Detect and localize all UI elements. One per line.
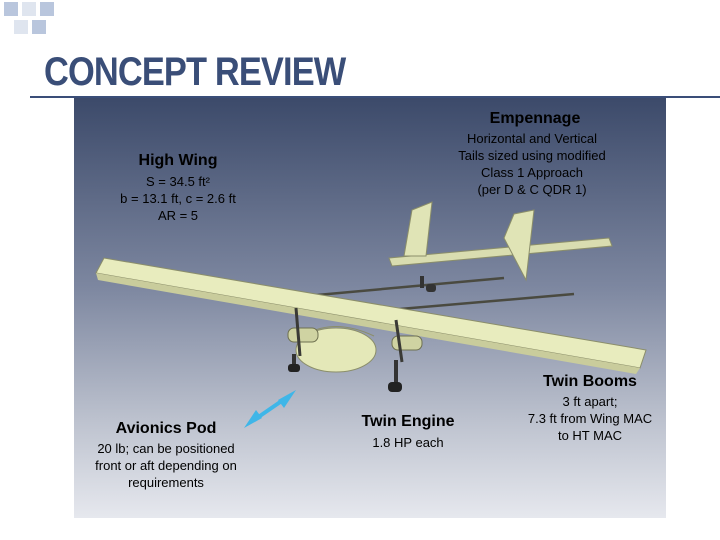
aircraft-render-panel — [74, 98, 666, 518]
avionics-pod-line: 20 lb; can be positioned — [97, 441, 235, 456]
high-wing-heading: High Wing — [138, 152, 218, 169]
empennage-heading: Empennage — [489, 110, 581, 127]
high-wing-line: S = 34.5 ft² — [146, 174, 210, 189]
twin-booms-text: 3 ft apart; 7.3 ft from Wing MAC to HT M… — [510, 393, 670, 444]
decorative-squares — [4, 2, 54, 34]
empennage-line: (per D & C QDR 1) — [477, 182, 587, 197]
avionics-pod-heading: Avionics Pod — [115, 420, 217, 437]
avionics-pod-line: front or aft depending on — [95, 458, 237, 473]
high-wing-line: b = 13.1 ft, c = 2.6 ft — [120, 191, 236, 206]
avionics-pod-text: 20 lb; can be positioned front or aft de… — [80, 440, 252, 491]
twin-engine-line: 1.8 HP each — [372, 435, 444, 450]
high-wing-text: S = 34.5 ft² b = 13.1 ft, c = 2.6 ft AR … — [98, 173, 258, 224]
empennage-text: Horizontal and Vertical Tails sized usin… — [440, 130, 624, 198]
high-wing-line: AR = 5 — [157, 208, 199, 223]
twin-booms-line: 7.3 ft from Wing MAC — [527, 411, 653, 426]
empennage-line: Tails sized using modified — [458, 148, 606, 163]
twin-booms-line: 3 ft apart; — [562, 394, 618, 409]
empennage-line: Horizontal and Vertical — [466, 131, 598, 146]
twin-booms-line: to HT MAC — [557, 428, 623, 443]
twin-booms-heading: Twin Booms — [543, 373, 637, 390]
avionics-pod-line: requirements — [128, 475, 204, 490]
twin-engine-heading: Twin Engine — [361, 413, 455, 430]
slide-title: CONCEPT REVIEW — [44, 50, 346, 94]
aircraft-illustration — [95, 201, 647, 428]
title-underline — [30, 96, 720, 98]
empennage-line: Class 1 Approach — [481, 165, 583, 180]
twin-engine-text: 1.8 HP each — [338, 434, 478, 451]
